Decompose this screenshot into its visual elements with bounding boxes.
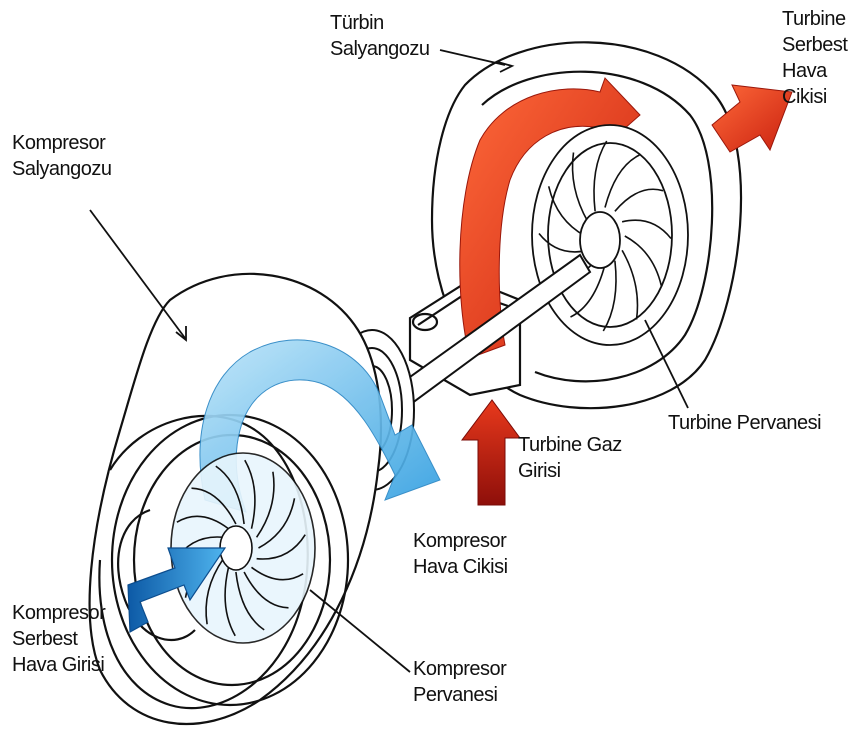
label-compressor-inlet: Kompresor Serbest Hava Girisi [12,600,105,678]
turbine-exhaust-arrow [712,85,792,152]
turbine-wheel [532,125,688,345]
label-compressor-housing: Kompresor Salyangozu [12,130,112,182]
leader-compressor-housing [90,210,185,338]
leader-turbine-housing [440,50,505,65]
turbine-gas-inlet-arrow [462,400,520,505]
label-compressor-wheel: Kompresor Pervanesi [413,656,506,708]
label-turbine-housing: Türbin Salyangozu [330,10,430,62]
label-turbine-exhaust: Turbine Serbest Hava Cikisi [782,6,847,110]
label-turbine-wheel: Turbine Pervanesi [668,410,821,436]
label-turbine-gas-inlet: Turbine Gaz Girisi [518,432,622,484]
label-compressor-outlet: Kompresor Hava Cikisi [413,528,508,580]
